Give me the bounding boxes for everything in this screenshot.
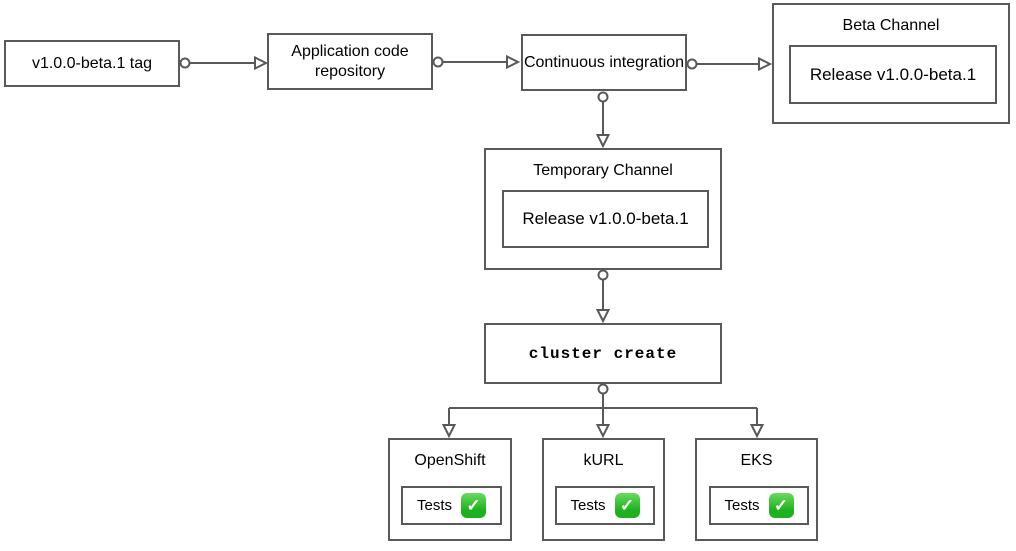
node-openshift-tests-label: Tests	[416, 497, 452, 514]
check-icon: ✓	[768, 493, 794, 518]
node-kurl-tests-label: Tests	[570, 497, 606, 514]
group-beta-channel[interactable]: Beta Channel Release v1.0.0-beta.1	[772, 3, 1010, 124]
connector-tag-to-repo	[179, 55, 269, 71]
connector-temp-to-cluster	[595, 269, 611, 324]
node-version-tag[interactable]: v1.0.0-beta.1 tag	[4, 40, 180, 87]
node-app-code-repository-label: Application code repository	[291, 42, 409, 80]
node-continuous-integration-label: Continuous integration	[523, 53, 685, 71]
group-eks[interactable]: EKS Tests ✓	[695, 438, 818, 541]
connector-cluster-to-tests	[441, 383, 765, 439]
node-cluster-create-label: cluster create	[528, 344, 678, 363]
node-beta-release-label: Release v1.0.0-beta.1	[809, 64, 977, 84]
group-kurl[interactable]: kURL Tests ✓	[542, 438, 665, 541]
group-beta-channel-title: Beta Channel	[842, 17, 940, 34]
check-icon: ✓	[461, 493, 486, 518]
connector-ci-to-temp	[595, 91, 611, 149]
group-kurl-title: kURL	[583, 452, 624, 469]
group-openshift-title: OpenShift	[414, 452, 486, 469]
check-icon: ✓	[614, 493, 640, 518]
node-kurl-tests[interactable]: Tests ✓	[555, 486, 655, 525]
node-beta-release[interactable]: Release v1.0.0-beta.1	[789, 45, 997, 104]
node-temporary-release[interactable]: Release v1.0.0-beta.1	[502, 190, 709, 248]
node-eks-tests-label: Tests	[724, 497, 760, 514]
connector-ci-to-beta	[686, 56, 773, 72]
node-temporary-release-label: Release v1.0.0-beta.1	[522, 209, 689, 228]
connector-repo-to-ci	[432, 54, 521, 70]
node-continuous-integration[interactable]: Continuous integration	[521, 34, 687, 91]
node-version-tag-label: v1.0.0-beta.1 tag	[31, 54, 153, 72]
group-openshift[interactable]: OpenShift Tests ✓	[388, 438, 512, 541]
node-eks-tests[interactable]: Tests ✓	[709, 486, 809, 525]
node-app-code-repository[interactable]: Application code repository	[267, 33, 433, 90]
node-cluster-create[interactable]: cluster create	[484, 323, 722, 384]
group-temporary-channel[interactable]: Temporary Channel Release v1.0.0-beta.1	[484, 148, 722, 270]
group-temporary-channel-title: Temporary Channel	[533, 162, 673, 179]
node-openshift-tests[interactable]: Tests ✓	[401, 486, 502, 525]
group-eks-title: EKS	[740, 452, 773, 469]
